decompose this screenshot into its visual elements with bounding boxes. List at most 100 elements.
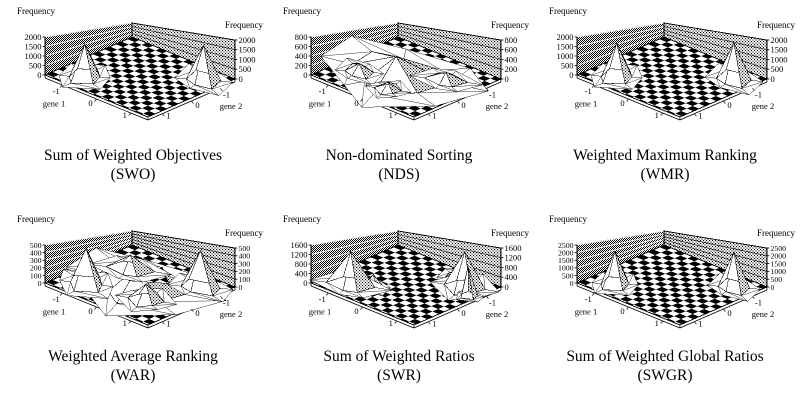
plot-abbreviation: (WAR)	[110, 367, 156, 384]
svg-text:1: 1	[123, 110, 127, 120]
svg-text:100: 100	[238, 275, 250, 284]
svg-text:600: 600	[295, 41, 308, 51]
svg-text:200: 200	[238, 267, 250, 276]
svg-text:2000: 2000	[25, 32, 42, 42]
svg-text:800: 800	[504, 262, 517, 272]
svg-text:300: 300	[30, 256, 42, 265]
svg-text:-1: -1	[223, 89, 230, 99]
svg-text:-1: -1	[53, 86, 60, 96]
svg-text:gene 1: gene 1	[43, 307, 65, 317]
svg-text:gene 1: gene 1	[309, 99, 331, 109]
svg-text:-1: -1	[53, 294, 60, 304]
plot-abbreviation: (SWR)	[377, 367, 421, 384]
svg-text:Frequency: Frequency	[225, 228, 263, 238]
svg-text:gene 2: gene 2	[752, 309, 774, 319]
svg-text:1500: 1500	[770, 45, 787, 55]
svg-text:0: 0	[37, 70, 41, 80]
svg-text:100: 100	[30, 271, 42, 280]
svg-text:0: 0	[195, 308, 199, 318]
svg-text:800: 800	[295, 32, 308, 42]
svg-text:0: 0	[354, 306, 358, 316]
svg-text:Frequency: Frequency	[549, 6, 587, 16]
svg-text:0: 0	[88, 306, 92, 316]
svg-text:1000: 1000	[770, 54, 787, 64]
svg-text:0: 0	[303, 278, 307, 288]
svg-text:gene 2: gene 2	[486, 101, 508, 111]
svg-text:1000: 1000	[557, 51, 574, 61]
svg-text:1500: 1500	[25, 41, 42, 51]
svg-text:-1: -1	[755, 89, 762, 99]
svg-text:Frequency: Frequency	[283, 6, 321, 16]
svg-text:gene 2: gene 2	[220, 309, 242, 319]
svg-text:Frequency: Frequency	[225, 20, 263, 30]
svg-text:0: 0	[770, 283, 774, 292]
svg-text:0: 0	[620, 306, 624, 316]
svg-text:Frequency: Frequency	[491, 228, 529, 238]
svg-text:500: 500	[30, 241, 42, 250]
svg-text:0: 0	[238, 283, 242, 292]
svg-text:400: 400	[238, 252, 250, 261]
svg-text:2000: 2000	[557, 32, 574, 42]
svg-text:0: 0	[504, 74, 508, 84]
svg-text:500: 500	[238, 244, 250, 253]
svg-text:1: 1	[432, 111, 436, 121]
svg-text:2000: 2000	[770, 35, 787, 45]
svg-text:gene 1: gene 1	[575, 307, 597, 317]
svg-text:0: 0	[727, 100, 731, 110]
svg-text:500: 500	[238, 64, 251, 74]
svg-text:200: 200	[504, 64, 517, 74]
svg-text:1000: 1000	[558, 264, 574, 273]
svg-text:2000: 2000	[770, 252, 786, 261]
svg-text:1: 1	[655, 110, 659, 120]
svg-text:-1: -1	[489, 297, 496, 307]
svg-text:2500: 2500	[558, 241, 574, 250]
svg-text:400: 400	[30, 248, 42, 257]
svg-text:0: 0	[569, 70, 573, 80]
plot-abbreviation: (SWGR)	[637, 367, 693, 384]
plot-title: Weighted Maximum Ranking	[573, 147, 757, 164]
svg-text:400: 400	[504, 272, 517, 282]
svg-text:1: 1	[389, 110, 393, 120]
svg-text:1500: 1500	[238, 45, 255, 55]
caption-nds: Non-dominated Sorting (NDS)	[266, 146, 532, 184]
svg-text:800: 800	[504, 35, 517, 45]
svg-text:200: 200	[30, 264, 42, 273]
svg-text:1600: 1600	[504, 243, 521, 253]
svg-text:0: 0	[461, 100, 465, 110]
svg-text:gene 2: gene 2	[752, 101, 774, 111]
svg-text:-1: -1	[223, 297, 230, 307]
svg-text:600: 600	[504, 45, 517, 55]
svg-text:gene 2: gene 2	[220, 101, 242, 111]
svg-text:400: 400	[504, 54, 517, 64]
svg-text:0: 0	[461, 308, 465, 318]
plot-title: Sum of Weighted Ratios	[323, 348, 475, 365]
svg-text:1500: 1500	[770, 259, 786, 268]
svg-text:-1: -1	[585, 86, 592, 96]
svg-text:gene 1: gene 1	[43, 99, 65, 109]
svg-text:1600: 1600	[291, 240, 308, 250]
plot-abbreviation: (WMR)	[640, 166, 690, 183]
svg-text:Frequency: Frequency	[17, 6, 55, 16]
svg-text:-1: -1	[489, 89, 496, 99]
svg-text:2000: 2000	[238, 35, 255, 45]
caption-swr: Sum of Weighted Ratios (SWR)	[266, 347, 532, 385]
plot-title: Weighted Average Ranking	[48, 348, 218, 365]
svg-text:1: 1	[389, 318, 393, 328]
svg-text:0: 0	[570, 279, 574, 288]
caption-wmr: Weighted Maximum Ranking (WMR)	[532, 146, 798, 184]
svg-text:Frequency: Frequency	[491, 20, 529, 30]
svg-text:Frequency: Frequency	[757, 228, 795, 238]
svg-text:1000: 1000	[25, 51, 42, 61]
svg-text:400: 400	[295, 268, 308, 278]
svg-text:2500: 2500	[770, 244, 786, 253]
svg-text:gene 2: gene 2	[486, 309, 508, 319]
